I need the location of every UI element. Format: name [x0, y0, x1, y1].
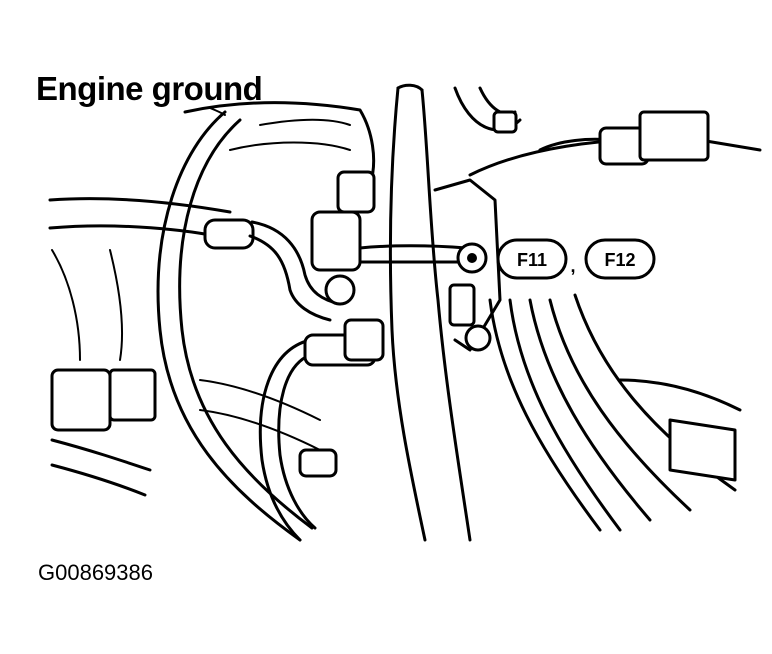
left-engine-edge [51, 249, 81, 361]
sensor-cap [336, 170, 376, 214]
sensor-body [310, 210, 362, 272]
top-clip [492, 110, 518, 134]
title-leader [209, 107, 226, 116]
center-pipe-right-edge [420, 88, 472, 542]
bracket-clip [448, 283, 476, 327]
lower-bolt [464, 324, 492, 352]
left-block-2 [108, 368, 157, 422]
upper-left-cover [183, 101, 376, 187]
lower-right-hose [668, 418, 737, 482]
left-hose-outer [156, 110, 302, 542]
callout-separator: , [570, 256, 575, 276]
callout-f11: F11 [496, 238, 568, 280]
ground-bolt-center [467, 253, 477, 263]
figure-id: G00869386 [38, 560, 153, 585]
upper-tube-top [48, 197, 232, 214]
right-top-box [638, 110, 710, 162]
center-lower-hose-a [258, 338, 312, 542]
center-lower-hose-b [277, 353, 317, 530]
top-hose-loop-b [478, 86, 517, 116]
sensor-nut [324, 274, 356, 306]
upper-tube-bottom [48, 224, 227, 240]
center-lower-detail-b [199, 409, 321, 451]
intake-runner-3 [528, 298, 652, 522]
left-block-1 [50, 368, 112, 432]
callout-f12-label: F12 [604, 250, 635, 270]
left-hose-inner [178, 118, 314, 530]
tube-coupler [203, 218, 255, 250]
center-lower-detail [199, 379, 321, 421]
ground-harness-top [358, 244, 468, 250]
intake-runner-2 [508, 298, 622, 532]
intake-runner-4 [548, 298, 692, 512]
upper-left-cover-rib2 [259, 118, 351, 126]
diagonal-tube-b [250, 220, 342, 306]
left-lower-pipe-b [50, 463, 147, 497]
intake-lower-right [618, 378, 742, 412]
callout-f11-label: F11 [517, 250, 547, 270]
left-engine-edge-b [109, 249, 123, 361]
left-lower-pipe [50, 438, 152, 472]
intake-runner-1 [488, 298, 602, 532]
lower-fitting-2 [298, 448, 338, 478]
diagram-title: Engine ground [36, 70, 263, 107]
diagonal-tube-a [248, 234, 332, 322]
center-pipe [388, 86, 427, 542]
upper-left-cover-rib [229, 141, 351, 151]
center-pipe-top [396, 83, 424, 92]
callout-f12: F12 [584, 238, 656, 280]
bracket-plate [433, 178, 502, 352]
center-bracket [343, 318, 385, 362]
